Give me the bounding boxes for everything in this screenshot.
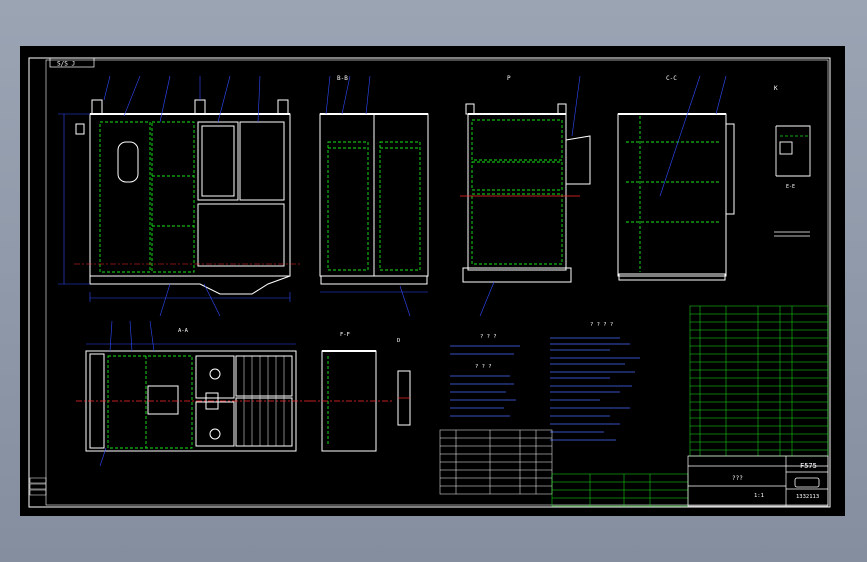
drawing-inner-border	[45, 59, 829, 506]
section-f-f: F-F	[310, 332, 392, 452]
part-tag-box	[49, 57, 95, 68]
part-tag-text: S/S J	[57, 61, 75, 68]
svg-text:K: K	[774, 85, 778, 92]
view-p: P	[460, 75, 591, 317]
svg-text:F-F: F-F	[340, 332, 350, 338]
technical-notes: ? ? ? ? ? ? ? ? ? ?	[450, 322, 640, 441]
front-view	[58, 75, 300, 317]
title-model: F575	[800, 462, 817, 470]
svg-text:P: P	[507, 75, 511, 82]
drawing-border	[28, 57, 831, 508]
detail-k: K E-E	[774, 85, 811, 237]
detail-ee-label: E-E	[786, 184, 795, 190]
svg-text:B-B: B-B	[337, 75, 348, 82]
bom-table-left	[439, 429, 553, 495]
svg-text:? ? ? ?: ? ? ? ?	[590, 322, 613, 328]
plan-a-a: A-A	[76, 320, 310, 467]
company-logo	[794, 477, 820, 488]
title-drawing-number: 1332113	[796, 494, 819, 500]
left-margin-boxes	[29, 477, 47, 496]
parts-list-right	[689, 305, 829, 457]
section-b-b: B-B	[319, 75, 429, 317]
detail-d: D	[397, 338, 411, 426]
svg-text:D: D	[397, 338, 400, 344]
cabinet-assembly-drawing: S/S J	[28, 57, 831, 508]
svg-text:C-C: C-C	[666, 75, 677, 82]
svg-text:A-A: A-A	[178, 328, 189, 334]
bom-table-bottom	[551, 473, 689, 507]
title-block: F575 ??? 1:1 1332113	[687, 455, 829, 507]
title-scale: 1:1	[754, 493, 764, 499]
section-c-c: C-C	[617, 75, 735, 281]
title-name: ???	[732, 475, 743, 482]
svg-text:? ? ?: ? ? ?	[475, 364, 492, 370]
svg-text:? ? ?: ? ? ?	[480, 334, 497, 340]
cad-drawing-viewport[interactable]: S/S J	[20, 46, 845, 516]
